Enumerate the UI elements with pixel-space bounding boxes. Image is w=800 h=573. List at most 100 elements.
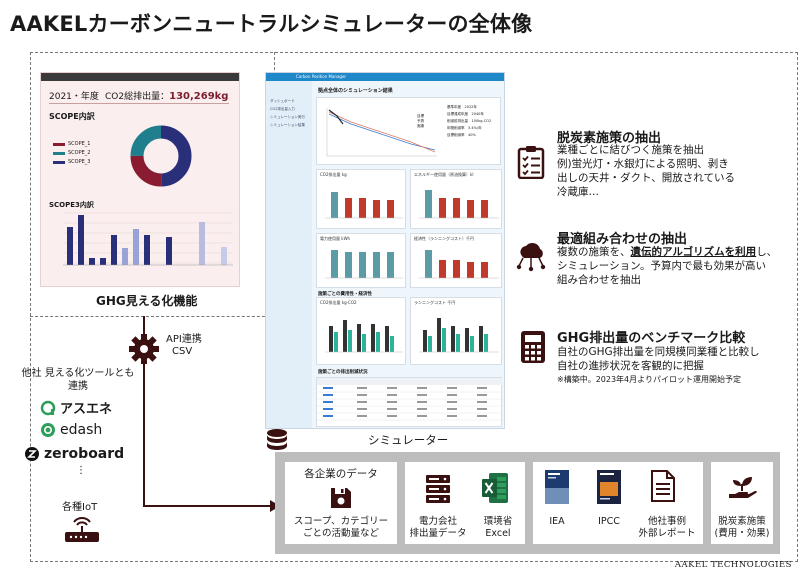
brand-edash: edash: [40, 422, 102, 438]
sim-info-list: 基準年度 2022年 目標達成年度 2040年 削減前排出量 100kg-CO2…: [447, 105, 492, 137]
ghg-co2-value: 130,269kg: [169, 91, 229, 102]
document-icon: [651, 470, 675, 502]
sim-bar-card: CO2排出量 kg: [316, 169, 406, 229]
simulator-screenshot: Carbon Position Manager ダッシュボード CO2排出量入力…: [265, 72, 505, 429]
sim-line-card: 目標 予測 実績 基準年度 2022年 目標達成年度 2040年 削減前排出量 …: [316, 97, 501, 165]
connector-line: [143, 316, 145, 506]
sim-line-chart: [326, 108, 437, 157]
ghg-caption: GHG見える化機能: [96, 294, 198, 308]
system-boundary: [30, 52, 798, 562]
router-icon: [65, 517, 99, 542]
ghg-co2-label: CO2総排出量：: [105, 92, 170, 102]
ipcc-report-cover-icon: [597, 470, 621, 504]
data-sources-panel: 各企業のデータ スコープ、カテゴリー ごとの活動量など 電力会社: [275, 452, 780, 554]
api-csv-label: API連携 CSV: [166, 334, 202, 357]
sim-side-item[interactable]: シミュレーション実行: [270, 115, 305, 119]
sim-table: [316, 377, 503, 427]
genetic-algorithm-emphasis: 遺伝的アルゴリズムを利用: [630, 246, 757, 258]
bar: [221, 247, 227, 265]
sim-bar-card: 経済性（ランニングコスト）千円: [410, 233, 502, 288]
iea-label: IEA: [549, 516, 565, 527]
measures-label: 脱炭素施策 (費用・効果): [714, 516, 770, 539]
brand-zeroboard: zeroboard: [24, 446, 124, 462]
bar: [199, 222, 205, 265]
bar: [100, 258, 106, 265]
feature-1-body: 業種ごとに結びつく施策を抽出 例)蛍光灯・水銀灯による照明、剥き 出しの天井・ダ…: [557, 144, 735, 198]
scope-legend: SCOPE_1 SCOPE_2 SCOPE_3: [53, 141, 90, 165]
bar: [67, 227, 73, 265]
sim-section3-title: 施策ごとの排出削減状況: [318, 370, 368, 375]
sim-sidebar: ダッシュボード CO2排出量入力 シミュレーション実行 シミュレーション結果: [266, 81, 312, 428]
server-icon: [426, 475, 450, 503]
database-icon: [267, 429, 287, 450]
company-data-desc: スコープ、カテゴリー ごとの活動量など: [293, 516, 389, 539]
feature-2-body: 複数の施策を、遺伝的アルゴリズムを利用し、 シミュレーション。予算内で最も効果が…: [557, 246, 778, 286]
scope-donut-chart: [130, 125, 192, 187]
floppy-disk-icon: [331, 488, 351, 508]
divider: [49, 103, 229, 104]
bar: [89, 258, 95, 265]
sim-side-item[interactable]: シミュレーション結果: [270, 123, 305, 127]
scope3-title: SCOPE3内訳: [49, 201, 94, 209]
feature-1-title: 脱炭素施策の抽出: [557, 131, 662, 146]
bar: [78, 215, 84, 265]
feature-3-title: GHG排出量のベンチマーク比較: [557, 331, 746, 346]
cloud-network-icon: [516, 242, 546, 272]
page-title: AAKELカーボンニュートラルシミュレーターの全体像: [10, 12, 533, 36]
sim-side-item[interactable]: ダッシュボード: [270, 99, 295, 103]
measures-card: 脱炭素施策 (費用・効果): [711, 462, 773, 544]
power-company-label: 電力会社 排出量データ: [409, 516, 467, 539]
sim-section-title: 拠点全体のシミュレーション結果: [318, 88, 393, 94]
scope-title: SCOPE内訳: [49, 112, 95, 121]
ghg-year: 2021・年度: [49, 92, 99, 102]
sim-bar-card: CO2排出量 kg-CO2: [316, 297, 406, 365]
clipboard-checklist-icon: [517, 146, 545, 179]
target-line: [328, 113, 436, 151]
sim-topbar: [266, 73, 504, 81]
asuene-logo-icon: [40, 400, 56, 415]
brands-ellipsis: ⋮: [76, 465, 86, 476]
actual-line: [328, 109, 344, 125]
legend-item: SCOPE_1: [53, 141, 90, 147]
company-data-card: 各企業のデータ スコープ、カテゴリー ごとの活動量など: [285, 462, 397, 544]
sim-bar-card: エネルギー使用量（原油換算）kl: [410, 169, 502, 229]
gear-icon: [129, 334, 159, 364]
footer-brand: AAKEL TECHNOLOGIES: [674, 560, 792, 570]
ipcc-label: IPCC: [598, 516, 620, 527]
env-ministry-label: 環境省 Excel: [483, 516, 513, 539]
sim-section2-title: 施策ごとの費用性・経済性: [318, 292, 372, 297]
ghg-topbar: [41, 73, 239, 81]
sim-app-name: Carbon Position Manager: [296, 74, 347, 79]
legend-item: SCOPE_3: [53, 159, 90, 165]
reports-card: IEA IPCC 他社事例 外部レポート: [533, 462, 703, 544]
brand-asuene: アスエネ: [40, 398, 112, 417]
ghg-dashboard-screenshot: 2021・年度 CO2総排出量：130,269kg SCOPE内訳 SCOPE_…: [40, 72, 240, 287]
zeroboard-logo-icon: [25, 447, 39, 461]
power-env-card: 電力会社 排出量データ 環境省 Excel: [405, 462, 525, 544]
iea-report-cover-icon: [545, 470, 569, 504]
feature-3-note: ※構築中。2023年4月よりパイロット運用開始予定: [557, 375, 741, 384]
iot-label: 各種IoT: [62, 502, 98, 513]
bar: [122, 248, 128, 265]
edash-logo-icon: [41, 423, 55, 437]
legend-item: SCOPE_2: [53, 150, 90, 156]
excel-icon: [482, 473, 508, 503]
simulator-caption: シミュレーター: [368, 433, 449, 447]
donut-slice-scope1: [130, 125, 192, 187]
sim-side-item[interactable]: CO2排出量入力: [270, 107, 295, 111]
external-reports-label: 他社事例 外部レポート: [638, 516, 696, 539]
bar: [166, 237, 172, 265]
other-tools-label: 他社 見える化ツールとも 連携: [21, 368, 135, 392]
feature-3-body: 自社のGHG排出量を同規模同業種と比較し 自社の進捗状況を客観的に把握: [557, 346, 760, 372]
scope3-bar-chart: [63, 212, 233, 266]
donut-slice-scope2: [130, 125, 192, 187]
calculator-icon: [521, 331, 545, 363]
bar: [111, 235, 117, 265]
feature-2-title: 最適組み合わせの抽出: [557, 232, 688, 247]
bar: [144, 235, 150, 265]
bar: [133, 229, 139, 265]
sim-bar-card: ランニングコスト 千円: [410, 297, 502, 365]
company-data-title: 各企業のデータ: [304, 468, 378, 480]
hand-sprout-icon: [729, 477, 757, 498]
connector-line: [143, 505, 275, 507]
